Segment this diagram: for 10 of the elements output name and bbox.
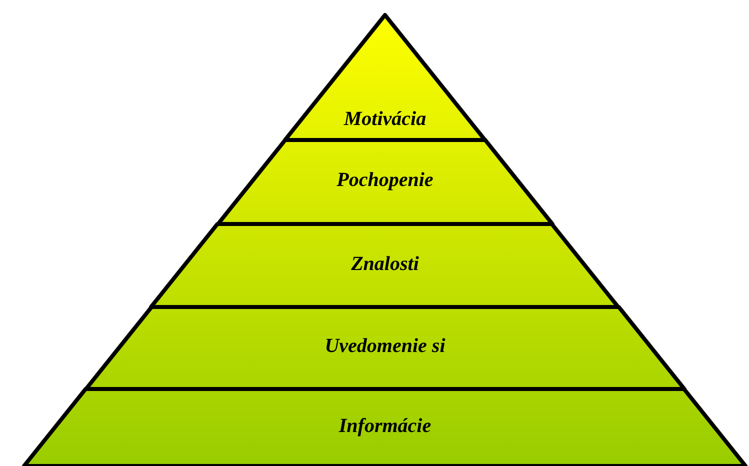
- pyramid-layer: [151, 224, 619, 307]
- layer-label: Uvedomenie si: [324, 335, 446, 358]
- layer-label: Informácie: [338, 414, 432, 438]
- pyramid-layer: [86, 307, 684, 389]
- pyramid-top: [285, 15, 485, 140]
- layer-label: Znalosti: [350, 252, 420, 276]
- pyramid-layer: [24, 389, 746, 466]
- pyramid-layer: [218, 140, 552, 224]
- layer-label: Motivácia: [342, 108, 428, 131]
- layer-label: Pochopenie: [336, 169, 434, 192]
